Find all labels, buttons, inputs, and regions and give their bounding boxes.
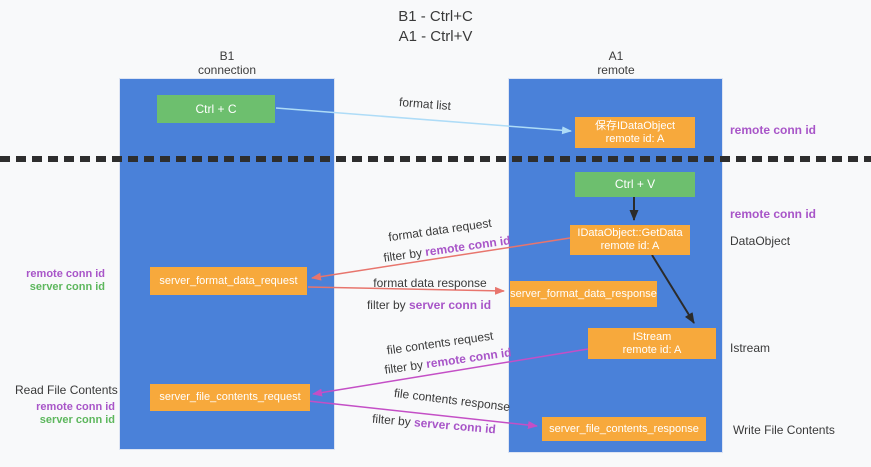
node-format-request-label: server_format_data_request <box>159 274 298 287</box>
node-getdata-line2: remote id: A <box>600 240 660 252</box>
node-save-dataobject-line2: remote id: A <box>605 132 665 145</box>
write-file-contents-label: Write File Contents <box>733 423 835 437</box>
node-server-format-data-response: server_format_data_response <box>510 281 657 307</box>
server-conn-id-text: server conn id <box>413 415 497 437</box>
right-remote-conn-id-2: remote conn id <box>730 207 817 221</box>
label-filter-server-1: filter by server conn id <box>367 298 491 312</box>
title-line-2: A1 - Ctrl+V <box>398 28 473 45</box>
left-remote-conn-id-2: remote conn id <box>36 401 115 413</box>
left-server-conn-id-2: server conn id <box>39 414 115 426</box>
column-a1-sub: remote <box>597 63 635 77</box>
node-ctrl-c-label: Ctrl + C <box>195 101 237 116</box>
node-save-dataobject: 保存IDataObject remote id: A <box>575 117 695 148</box>
right-remote-conn-id-1: remote conn id <box>730 123 817 137</box>
node-server-format-data-request: server_format_data_request <box>150 267 307 295</box>
node-idataobject-getdata: IDataObject::GetData remote id: A <box>570 225 690 255</box>
title-line-1: B1 - Ctrl+C <box>398 8 473 25</box>
label-file-contents-response: file contents response <box>393 385 511 415</box>
node-format-response-label: server_format_data_response <box>510 287 657 300</box>
node-server-file-contents-request: server_file_contents_request <box>150 384 310 411</box>
node-istream-line2: remote id: A <box>622 343 682 356</box>
column-a1-name: A1 <box>608 49 624 63</box>
istream-label: Istream <box>730 341 771 355</box>
left-file-labels: Read File Contents remote conn id server… <box>15 383 118 427</box>
node-istream: IStream remote id: A <box>588 328 716 359</box>
column-b1-name: B1 <box>219 49 235 63</box>
left-conn-id-labels: remote conn id server conn id <box>15 268 105 294</box>
label-filter-server-2: filter by server conn id <box>372 412 497 437</box>
node-ctrl-c: Ctrl + C <box>157 95 275 123</box>
node-file-request-label: server_file_contents_request <box>159 391 301 403</box>
node-getdata-line1: IDataObject::GetData <box>577 227 683 239</box>
filter-by-text: filter by <box>366 298 409 312</box>
filter-by-text: filter by <box>383 357 428 377</box>
dataobject-label: DataObject <box>730 234 791 248</box>
divider-dashed-line <box>0 156 871 162</box>
node-ctrl-v: Ctrl + V <box>575 172 695 197</box>
column-b1-sub: connection <box>197 63 257 77</box>
filter-by-text: filter by <box>371 411 415 430</box>
diagram-title: B1 - Ctrl+C A1 - Ctrl+V <box>0 7 871 47</box>
column-header-a1: A1 remote <box>546 49 686 77</box>
filter-by-text: filter by <box>382 245 427 265</box>
read-file-contents-label: Read File Contents <box>15 383 118 397</box>
label-format-data-response: format data response <box>373 276 487 290</box>
node-file-response-label: server_file_contents_response <box>549 422 699 435</box>
node-ctrl-v-label: Ctrl + V <box>614 177 656 191</box>
node-istream-line1: IStream <box>632 330 672 343</box>
node-server-file-contents-response: server_file_contents_response <box>542 417 706 441</box>
left-server-conn-id: server conn id <box>29 281 105 293</box>
left-remote-conn-id: remote conn id <box>26 268 105 280</box>
server-conn-id-text: server conn id <box>408 298 492 312</box>
node-save-dataobject-line1: 保存IDataObject <box>594 119 676 132</box>
column-header-b1: B1 connection <box>157 49 297 77</box>
label-format-list: format list <box>398 94 452 114</box>
